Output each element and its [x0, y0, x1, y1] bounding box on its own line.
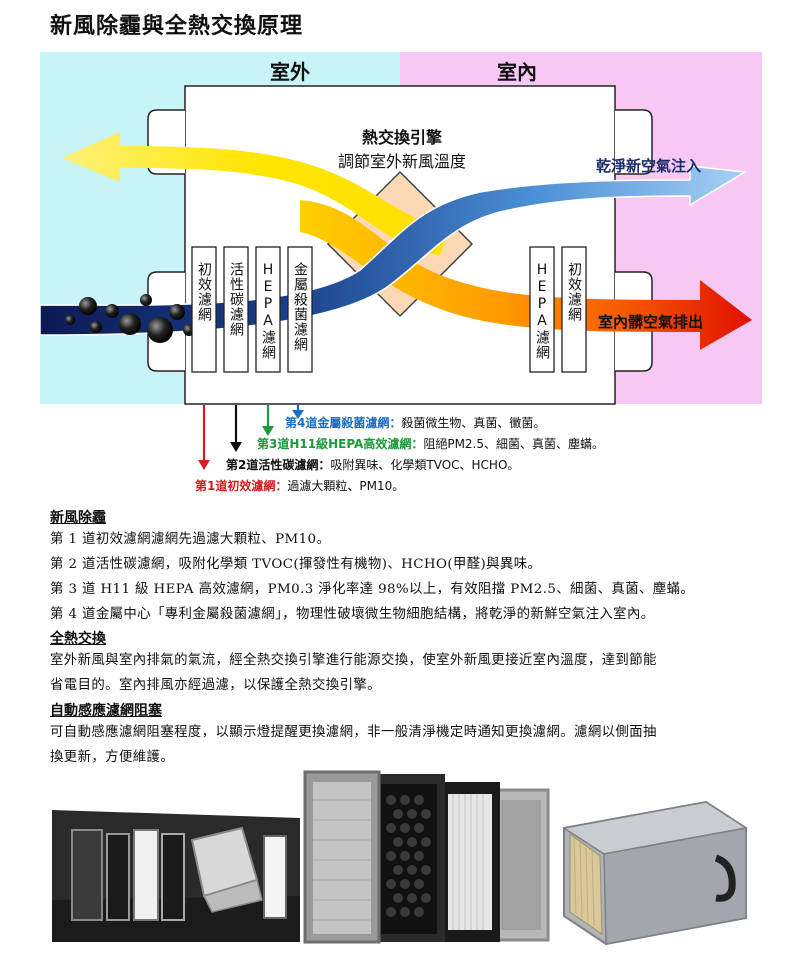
paragraph-line: 第 4 道金屬中心「專利金屬殺菌濾網」，物理性破壞微生物細胞結構，將乾淨的新鮮空…: [50, 607, 655, 622]
filter-right-label-2: 初效濾網: [566, 262, 582, 322]
legend-filter-2-desc: 吸附異味、化學類TVOC、HCHO。: [330, 458, 520, 472]
filter-left-2: [223, 246, 249, 373]
legend-filter-1-name: 第1道初效濾網：: [195, 479, 288, 493]
legend-filter-3-desc: 阻絕PM2.5、細菌、真菌、塵蟎。: [423, 437, 605, 451]
paragraph-line: 換更新，方便維護。: [50, 750, 175, 765]
filter-left-1: [191, 246, 217, 373]
dirty-air-out-label: 室內髒空氣排出: [598, 313, 704, 331]
section-heading-filter-clog: 自動感應濾網阻塞: [50, 703, 162, 719]
legend-filter-3-name: 第3道H11級HEPA高效濾網：: [257, 437, 424, 451]
filter-right-label-1: HEPA濾網: [534, 262, 550, 360]
engine-title: 熱交換引擎: [361, 128, 442, 147]
section-body-purification: 第 1 道初效濾網濾網先過濾大顆粒、PM10。 第 2 道活性碳濾網，吸附化學類…: [50, 527, 755, 627]
paragraph-line: 第 1 道初效濾網濾網先過濾大顆粒、PM10。: [50, 532, 331, 547]
heat-exchange-diagram: [39, 52, 762, 470]
unit-open-photo: [52, 800, 300, 942]
zone-outdoor-label: 室外: [270, 60, 310, 84]
filter-right-1: [529, 246, 555, 373]
legend-filter-4: 第4道金屬殺菌濾網：殺菌微生物、真菌、黴菌。: [285, 414, 545, 431]
legend-filter-4-name: 第4道金屬殺菌濾網：: [285, 416, 402, 430]
paragraph-line: 可自動感應濾網阻塞程度，以顯示燈提醒更換濾網，非一般清淨機定時通知更換濾網。濾網…: [50, 725, 657, 740]
legend-filter-2-name: 第2道活性碳濾網：: [226, 458, 331, 472]
exhaust-air-flow: [300, 200, 752, 350]
paragraph-line: 第 2 道活性碳濾網，吸附化學類 TVOC(揮發性有機物)、HCHO(甲醛)與異…: [50, 557, 542, 572]
section-body-heat-exchange: 室外新風與室內排氣的氣流，經全熱交換引擎進行能源交換，使室外新風更接近室內溫度，…: [50, 648, 755, 698]
stale-air-to-outside-flow: [62, 132, 450, 255]
hepa-filter-box-photo: [556, 798, 750, 945]
paragraph-line: 省電目的。室內排風亦經過濾，以保護全熱交換引擎。: [50, 678, 381, 693]
section-heading-heat-exchange: 全熱交換: [50, 631, 106, 647]
zone-indoor-label: 室內: [497, 60, 537, 84]
filter-left-label-1: 初效濾網: [196, 262, 212, 322]
legend-filter-3: 第3道H11級HEPA高效濾網：阻絕PM2.5、細菌、真菌、塵蟎。: [257, 435, 604, 452]
port-top-right: [615, 109, 653, 175]
legend-filter-2: 第2道活性碳濾網：吸附異味、化學類TVOC、HCHO。: [226, 456, 519, 473]
legend-filter-4-desc: 殺菌微生物、真菌、黴菌。: [401, 416, 546, 430]
paragraph-line: 室外新風與室內排氣的氣流，經全熱交換引擎進行能源交換，使室外新風更接近室內溫度，…: [50, 653, 657, 668]
legend-filter-1-desc: 過濾大顆粒、PM10。: [287, 479, 405, 493]
filter-left-label-3: HEPA濾網: [260, 262, 276, 360]
legend-arrows: [198, 405, 304, 470]
legend-filter-1: 第1道初效濾網：過濾大顆粒、PM10。: [195, 477, 404, 494]
filters-photo: [303, 770, 553, 945]
filter-left-label-4: 金屬殺菌濾網: [292, 262, 308, 352]
engine-subtitle: 調節室外新風溫度: [337, 152, 466, 171]
section-heading-purification: 新風除霾: [50, 510, 106, 526]
pollution-particles: [65, 294, 195, 343]
filter-left-label-2: 活性碳濾網: [228, 262, 244, 337]
section-body-filter-clog: 可自動感應濾網阻塞程度，以顯示燈提醒更換濾網，非一般清淨機定時通知更換濾網。濾網…: [50, 720, 755, 770]
paragraph-line: 第 3 道 H11 級 HEPA 高效濾網，PM0.3 淨化率達 98%以上，有…: [50, 582, 695, 597]
fresh-air-in-label: 乾淨新空氣注入: [596, 157, 702, 175]
filter-left-4: [287, 246, 313, 373]
page-title: 新風除霾與全熱交換原理: [50, 13, 304, 39]
filter-left-3: [255, 246, 281, 373]
filter-right-2: [561, 246, 587, 373]
fresh-air-flow: [39, 165, 748, 336]
